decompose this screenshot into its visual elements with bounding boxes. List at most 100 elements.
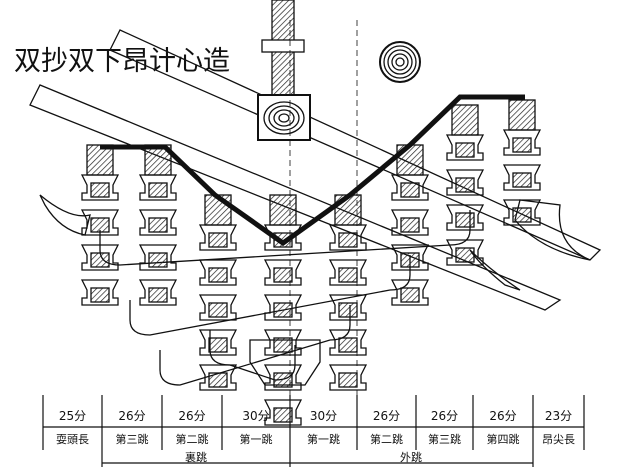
dou-block (328, 364, 368, 391)
block-section (338, 302, 358, 318)
block-section (148, 217, 168, 233)
log-ring (391, 53, 409, 71)
block-section (273, 372, 293, 388)
dou-block (198, 259, 238, 286)
block-section (148, 252, 168, 268)
dou-block (445, 204, 485, 231)
block-section (208, 267, 228, 283)
block-section (273, 267, 293, 283)
group-label-outer: 外跳 (400, 450, 422, 464)
dimension-lines (43, 426, 584, 464)
dimension-value: 30分 (310, 409, 337, 423)
dou-block (390, 174, 430, 201)
block-section (90, 287, 110, 303)
segment-label: 第二跳 (176, 432, 209, 446)
dou-block (390, 279, 430, 306)
dou-block (263, 399, 303, 426)
dimension-value: 26分 (178, 409, 205, 423)
block-section (512, 207, 532, 223)
dou-block (138, 244, 178, 271)
tenon-head (261, 39, 305, 53)
dou-block (80, 209, 120, 236)
dou-block (263, 329, 303, 356)
block-section (208, 372, 228, 388)
block-section (338, 372, 358, 388)
dimension-value: 25分 (59, 409, 86, 423)
block-section (455, 212, 475, 228)
dou-block (328, 329, 368, 356)
block-section (512, 137, 532, 153)
wood-grain (278, 113, 290, 123)
dou-block (80, 279, 120, 306)
bracket-arm (209, 330, 296, 381)
block-section (455, 142, 475, 158)
block-section (455, 247, 475, 263)
dou-block (445, 169, 485, 196)
lower-ang-beam (29, 84, 562, 311)
hatched-purlin (451, 104, 479, 136)
dou-block (198, 224, 238, 251)
dou-block (502, 199, 542, 226)
diagram-title: 双抄双下昂计心造 (14, 46, 230, 77)
dimension-value: 26分 (431, 409, 458, 423)
block-section (338, 267, 358, 283)
dou-block (445, 239, 485, 266)
dou-block (390, 244, 430, 271)
segment-label: 第四跳 (487, 432, 520, 446)
segment-label: 第一跳 (307, 432, 340, 446)
block-section (208, 302, 228, 318)
dou-block (502, 164, 542, 191)
wood-grain (273, 109, 295, 127)
dimension-value: 26分 (373, 409, 400, 423)
dou-block (445, 134, 485, 161)
ang-tip (514, 199, 591, 261)
segment-label: 第三跳 (428, 432, 461, 446)
group-label-inner: 裏跳 (185, 450, 207, 464)
dou-block (138, 174, 178, 201)
lu-dou-base (249, 339, 321, 386)
segment-label: 第三跳 (116, 432, 149, 446)
dou-block (263, 294, 303, 321)
block-section (400, 217, 420, 233)
dou-block (328, 224, 368, 251)
dou-block (138, 279, 178, 306)
block-section (208, 232, 228, 248)
block-section (148, 182, 168, 198)
dimension-value: 26分 (489, 409, 516, 423)
dou-block (198, 294, 238, 321)
block-section (338, 232, 358, 248)
segment-label: 第一跳 (240, 432, 273, 446)
dou-block (263, 259, 303, 286)
hatched-purlin (508, 99, 536, 131)
dou-block (390, 209, 430, 236)
block-section (90, 182, 110, 198)
block-section (273, 407, 293, 423)
segment-label: 第二跳 (370, 432, 403, 446)
log-ring (395, 57, 405, 67)
block-section (90, 217, 110, 233)
block-section (400, 182, 420, 198)
block-section (273, 302, 293, 318)
block-section (208, 337, 228, 353)
dimension-value: 23分 (545, 409, 572, 423)
dou-block (80, 174, 120, 201)
segment-label: 昂尖長 (542, 433, 575, 446)
block-section (400, 252, 420, 268)
block-section (400, 287, 420, 303)
block-section (512, 172, 532, 188)
log-ring (383, 45, 417, 79)
block-section (455, 177, 475, 193)
dou-block (198, 364, 238, 391)
lintel-line (100, 94, 525, 247)
segment-label: 耍頭長 (56, 433, 89, 446)
wood-grain (263, 101, 305, 135)
block-section (338, 337, 358, 353)
dou-block (198, 329, 238, 356)
block-section (90, 252, 110, 268)
bracket-arm (159, 305, 351, 386)
block-section (148, 287, 168, 303)
dou-block (138, 209, 178, 236)
dou-block (263, 364, 303, 391)
